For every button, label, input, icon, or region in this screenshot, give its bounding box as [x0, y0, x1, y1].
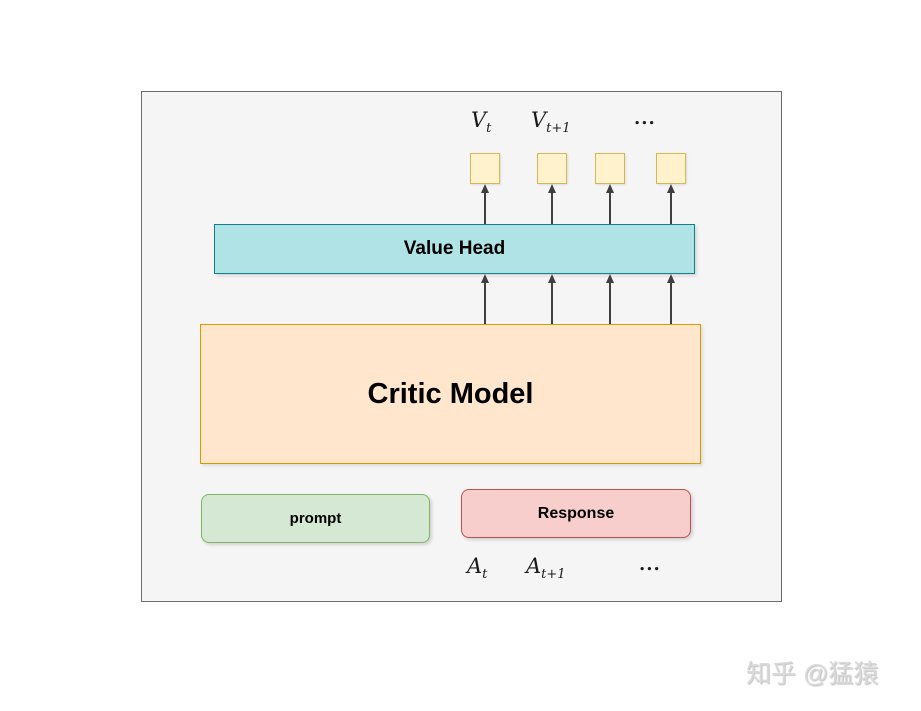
arrow-up-icon — [666, 274, 675, 324]
math-sub: t — [482, 567, 488, 583]
math-sub: t+1 — [541, 567, 566, 583]
critic-model-label: Critic Model — [367, 377, 534, 410]
watermark: 知乎 @猛猿 — [746, 660, 879, 688]
value-output-cell — [537, 153, 567, 184]
math-sub: t — [486, 121, 492, 137]
action-label-at1: At+1 — [526, 554, 566, 581]
value-label-vt1: Vt+1 — [531, 108, 571, 135]
value-output-cell — [656, 153, 686, 184]
value-head-box: Value Head — [214, 224, 695, 274]
value-head-label: Value Head — [403, 238, 506, 259]
arrow-up-icon — [480, 184, 489, 224]
math-base: V — [471, 108, 487, 132]
diagram-frame: Vt Vt+1 ... Value Head Critic Model prom… — [141, 91, 782, 602]
math-base: A — [467, 554, 483, 578]
arrow-up-icon — [605, 184, 614, 224]
response-box: Response — [461, 489, 691, 538]
prompt-box: prompt — [201, 494, 430, 543]
value-label-vt: Vt — [471, 108, 491, 135]
action-label-at: At — [467, 554, 487, 581]
action-labels-ellipsis: ... — [639, 554, 661, 575]
arrow-up-icon — [547, 274, 556, 324]
prompt-label: prompt — [289, 510, 342, 527]
critic-model-box: Critic Model — [200, 324, 701, 464]
value-output-cell — [595, 153, 625, 184]
arrow-up-icon — [480, 274, 489, 324]
math-base: V — [531, 108, 547, 132]
math-base: A — [526, 554, 542, 578]
response-label: Response — [537, 504, 615, 522]
arrow-up-icon — [666, 184, 675, 224]
value-output-cell — [470, 153, 500, 184]
math-sub: t+1 — [546, 121, 571, 137]
arrow-up-icon — [547, 184, 556, 224]
arrow-up-icon — [605, 274, 614, 324]
value-labels-ellipsis: ... — [634, 108, 656, 129]
